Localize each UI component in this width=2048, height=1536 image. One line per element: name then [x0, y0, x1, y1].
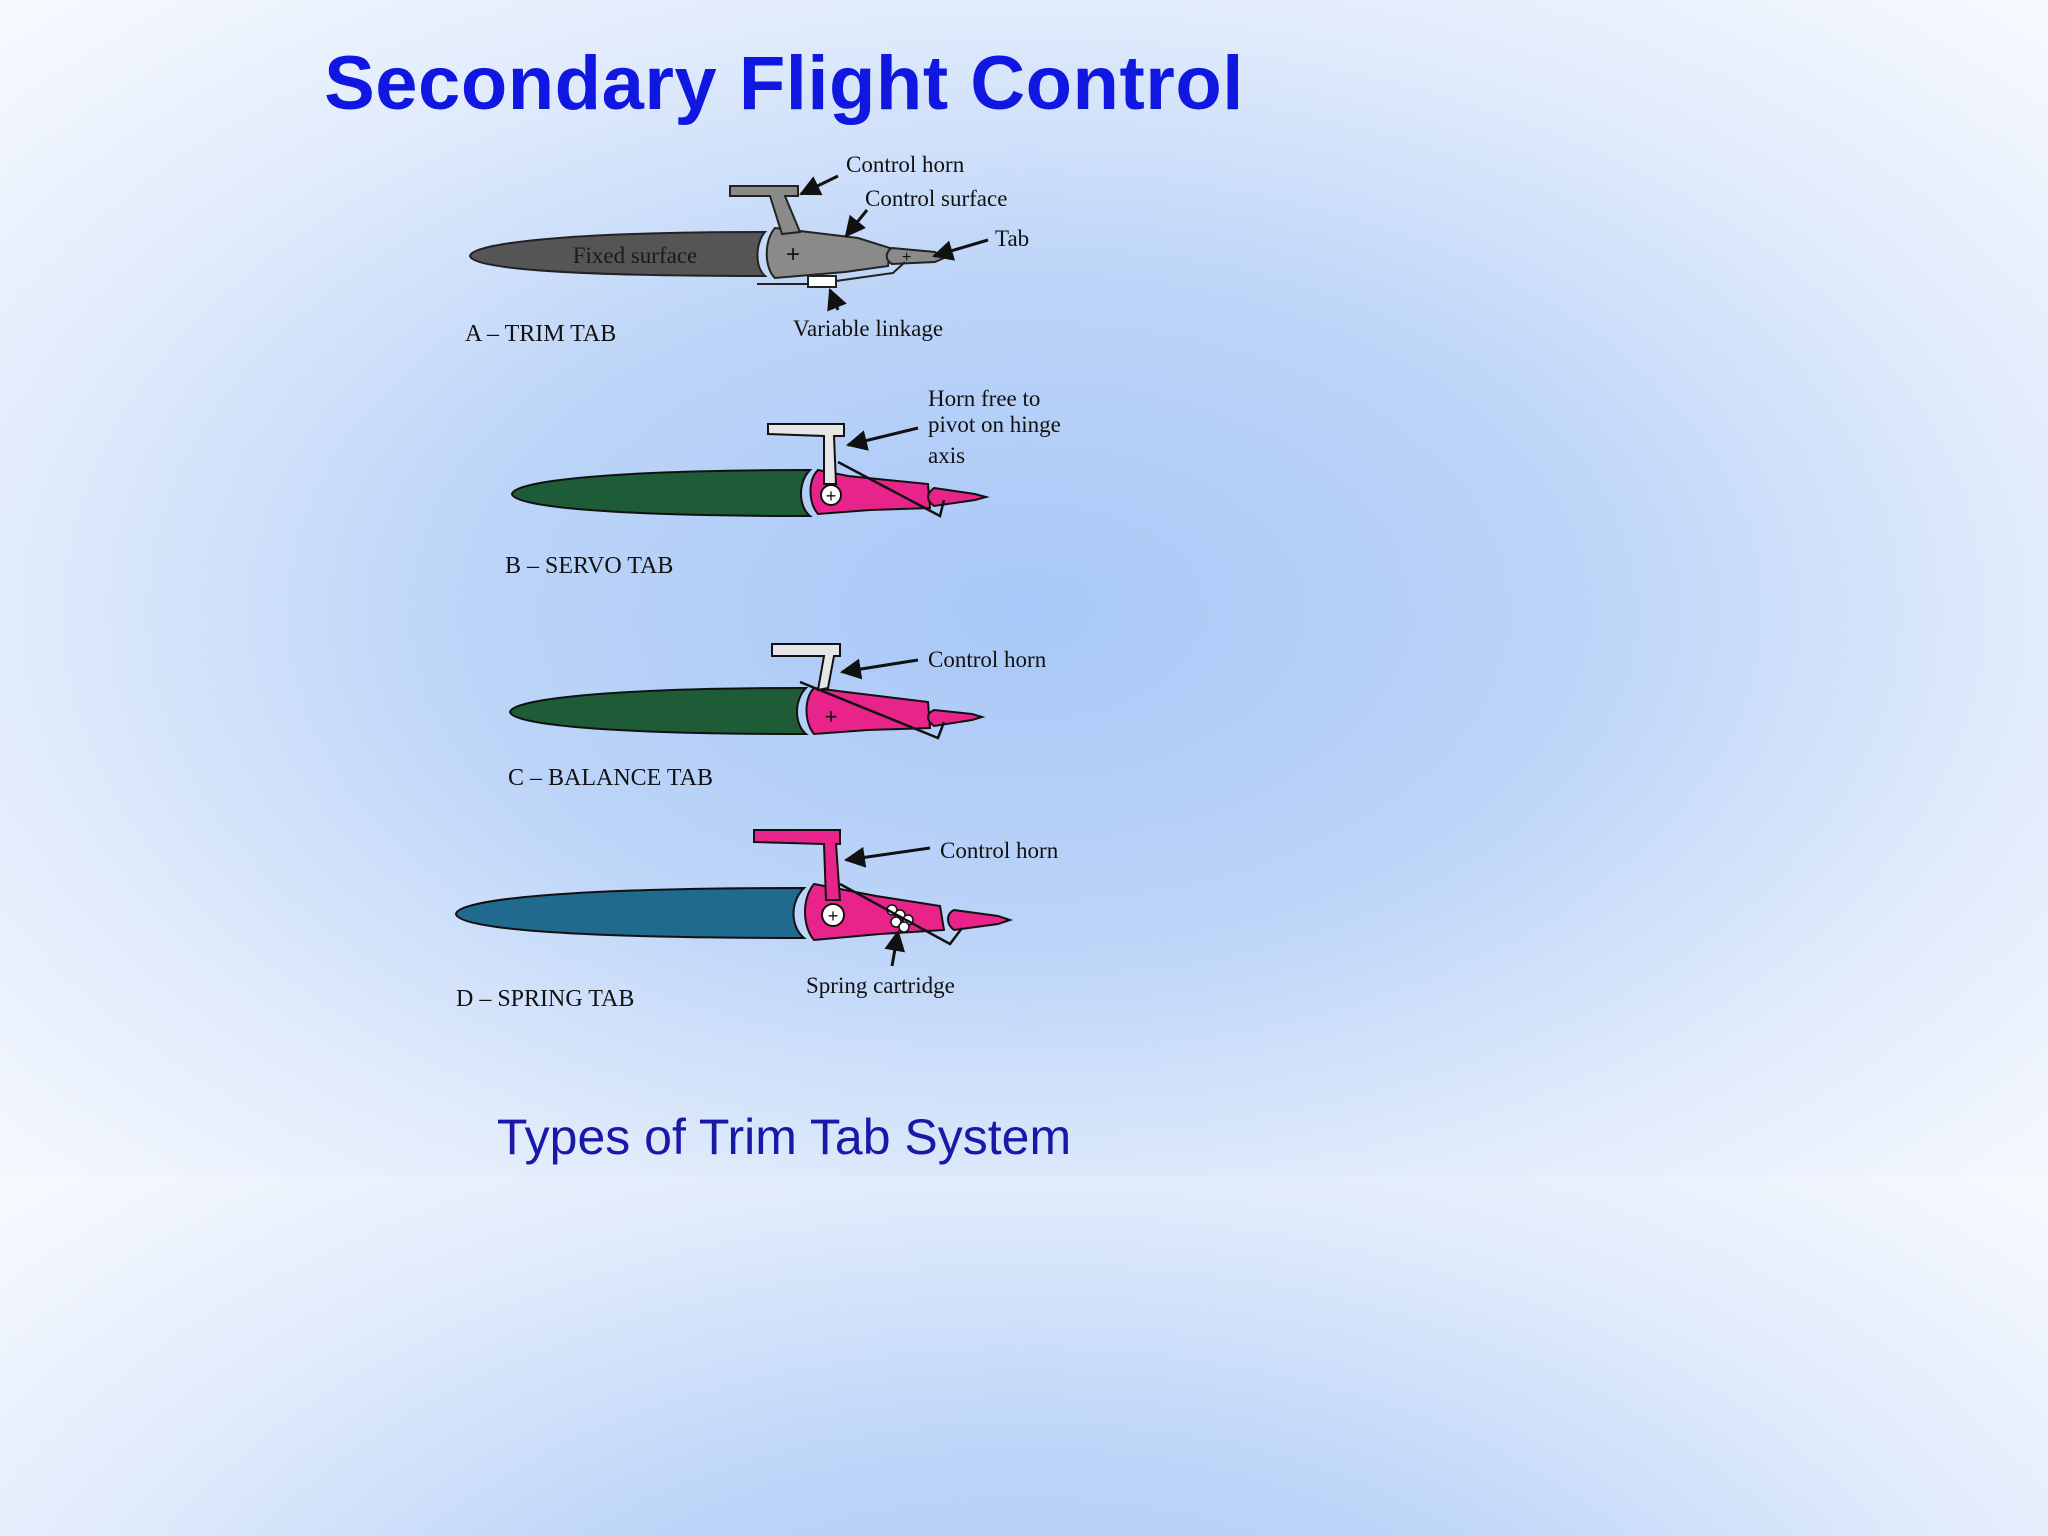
tab-hinge-plus-a: +: [902, 249, 911, 266]
linkage-c: [799, 680, 946, 740]
caption-servo-tab: B – SERVO TAB: [505, 553, 673, 579]
diagram-servo-tab: + Horn free to pivot on hinge axis B – S…: [505, 386, 1061, 579]
fixed-surface-c: [508, 686, 809, 736]
slide-title: Secondary Flight Control: [324, 41, 1244, 126]
tab-d: [947, 908, 1014, 932]
caption-trim-tab: A – TRIM TAB: [465, 321, 616, 347]
linkage-d: [839, 882, 963, 946]
control-horn-label-a: Control horn: [846, 152, 965, 177]
tab-label: Tab: [995, 226, 1029, 251]
horn-free-label-2: pivot on hinge: [928, 412, 1061, 437]
diagram-trim-tab: Fixed surface + + Control horn Control s…: [465, 152, 1029, 347]
control-surface-label: Control surface: [865, 186, 1007, 211]
horn-b: [767, 423, 845, 485]
variable-linkage-label: Variable linkage: [793, 316, 943, 341]
tab-b: [927, 486, 990, 508]
linkage-rod-a: [757, 261, 906, 285]
fixed-surface-a: [468, 230, 768, 278]
horn-c: [771, 643, 841, 692]
hinge-plus-a: +: [786, 241, 800, 268]
fixed-surface-b: [510, 468, 813, 518]
svg-text:+: +: [825, 704, 838, 729]
fixed-surface-d: [454, 886, 807, 940]
tab-c: [927, 708, 986, 728]
variable-linkage-box: [807, 275, 837, 288]
svg-text:+: +: [828, 906, 839, 926]
horn-d: [753, 829, 842, 901]
fixed-surface-label: Fixed surface: [573, 243, 698, 268]
linkage-b: [837, 460, 946, 518]
spring-cartridge-label: Spring cartridge: [806, 973, 955, 998]
horn-free-label-1: Horn free to: [928, 386, 1040, 411]
control-horn-label-d: Control horn: [940, 838, 1059, 863]
trim-tab-diagrams: Fixed surface + + Control horn Control s…: [454, 152, 1061, 1012]
control-horn-a: [729, 185, 802, 236]
caption-balance-tab: C – BALANCE TAB: [508, 765, 713, 791]
diagram-balance-tab: + Control horn C – BALANCE TAB: [508, 643, 1047, 791]
svg-text:+: +: [826, 486, 837, 506]
diagram-spring-tab: + Control horn Spring cartridge D – SPRI…: [454, 829, 1059, 1012]
control-horn-label-c: Control horn: [928, 647, 1047, 672]
caption-spring-tab: D – SPRING TAB: [456, 986, 634, 1012]
slide-caption: Types of Trim Tab System: [496, 1109, 1072, 1165]
horn-free-label-3: axis: [928, 443, 965, 468]
